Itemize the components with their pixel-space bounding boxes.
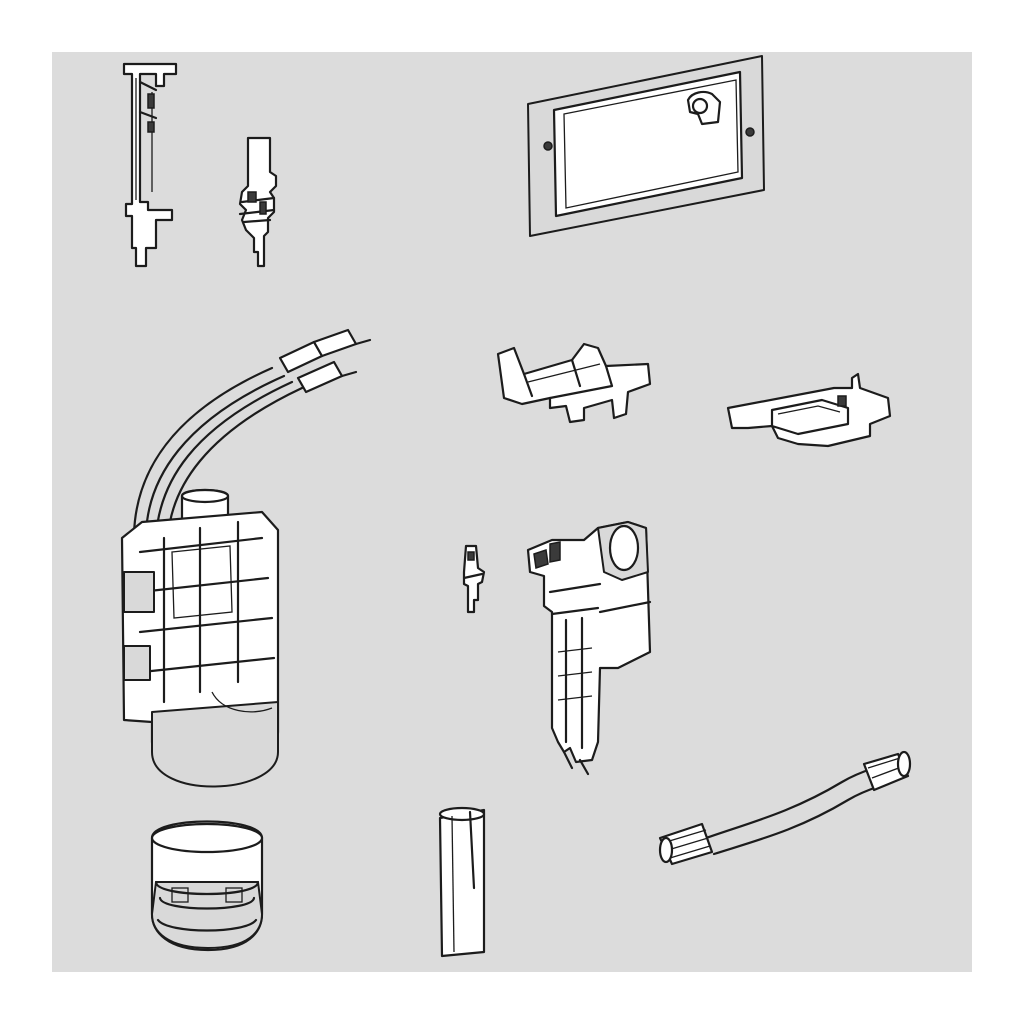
short-bracket-icon (238, 136, 278, 268)
flush-valve-icon (120, 328, 372, 788)
tube-icon (438, 806, 486, 958)
mounting-bracket-icon (726, 372, 892, 448)
mounting-frame-icon (527, 55, 765, 237)
fill-valve-icon (526, 520, 652, 776)
parts-diagram (52, 52, 972, 972)
parts-diagram-panel (52, 52, 972, 972)
long-bracket-icon (122, 62, 178, 268)
sleeve-ring-icon (150, 820, 264, 952)
flexible-hose-icon (658, 750, 912, 866)
clip-holder-icon (496, 342, 652, 424)
small-fitting-icon (462, 544, 486, 614)
